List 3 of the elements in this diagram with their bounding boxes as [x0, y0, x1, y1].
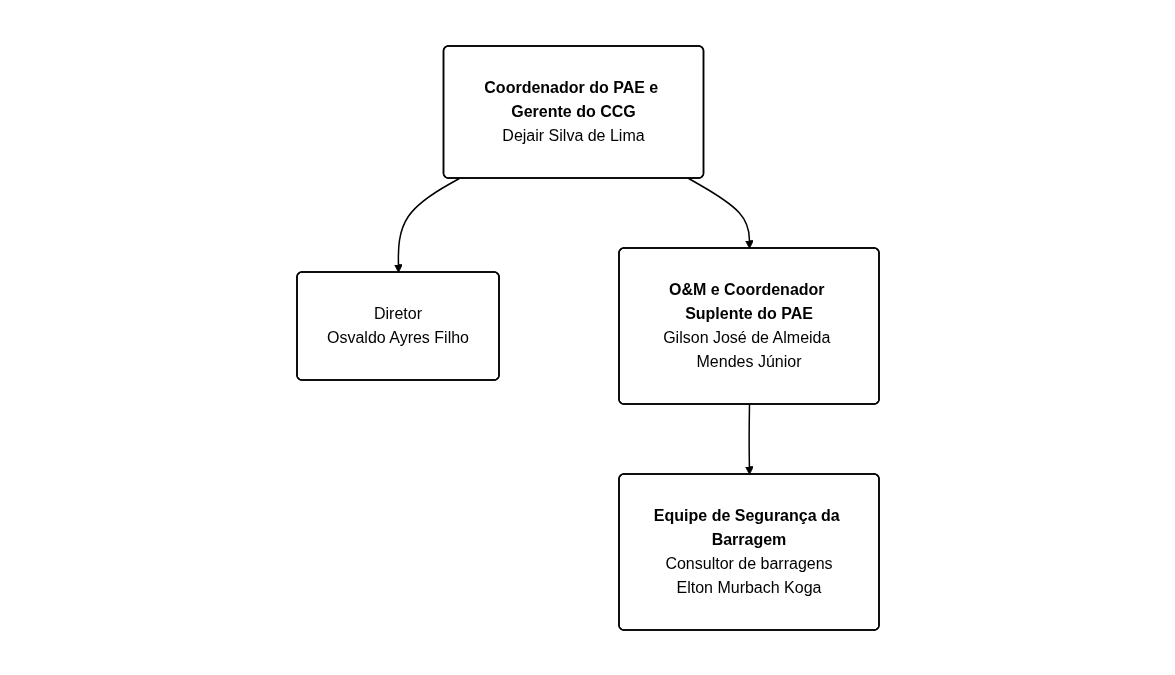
arrow: [687, 177, 754, 249]
arrow: [744, 403, 754, 475]
arrow: [393, 177, 460, 273]
